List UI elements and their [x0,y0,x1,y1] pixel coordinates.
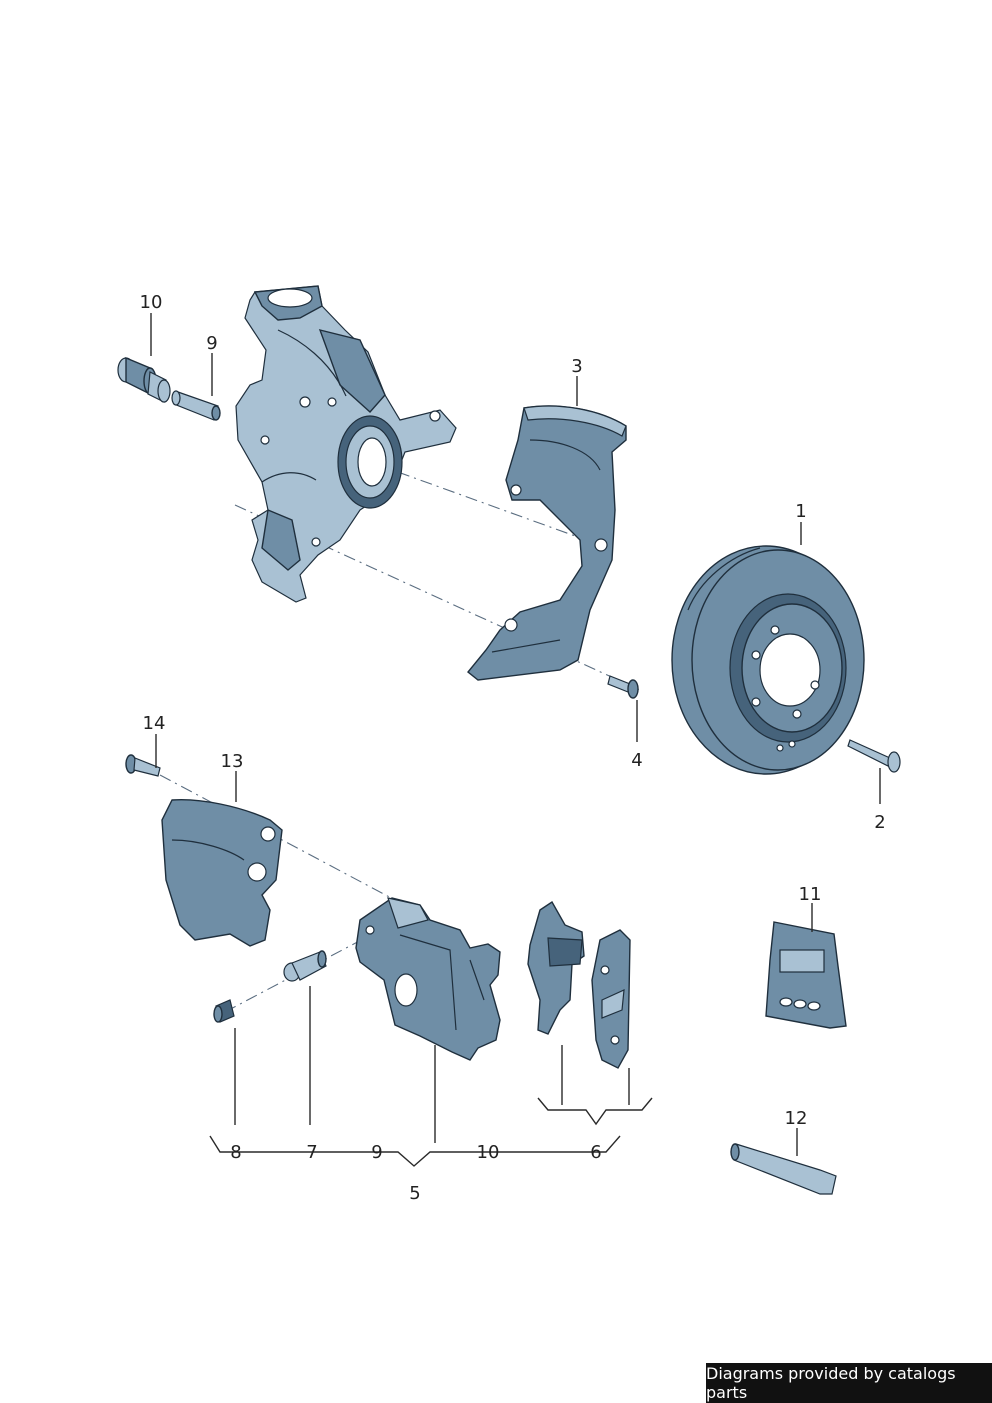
brake-caliper [355,897,501,1061]
label-10-top: 10 [139,292,163,313]
bolt-part-14 [125,754,161,777]
brake-disc-part-1 [671,545,865,775]
bushing-part-10 [117,356,171,403]
screw-part-2 [847,739,901,773]
label-4: 4 [631,750,643,771]
steering-knuckle [235,285,457,603]
label-9-top: 9 [206,333,218,354]
label-6: 6 [590,1142,602,1163]
label-5: 5 [409,1183,421,1204]
label-9-bottom: 9 [371,1142,383,1163]
label-7: 7 [306,1142,318,1163]
diagram-credit-text: Diagrams provided by catalogs parts [706,1364,956,1402]
label-12: 12 [784,1108,808,1129]
grease-tube-part-12 [730,1143,837,1195]
pin-part-9 [171,390,221,421]
label-8: 8 [230,1142,242,1163]
bleed-valve-part-7 [283,950,327,982]
carrier-part-13 [161,798,283,947]
brake-pads-part-6 [527,900,631,1069]
sticker-part-11 [765,921,847,1029]
splash-shield-part-3 [467,405,627,681]
label-11: 11 [798,884,822,905]
label-1: 1 [795,501,807,522]
label-10-bottom: 10 [476,1142,500,1163]
leader-lines [150,313,881,1167]
diagram-credit-bar: Diagrams provided by catalogs parts [706,1363,992,1403]
bolt-part-4 [607,675,639,699]
label-13: 13 [220,751,244,772]
label-14: 14 [142,713,166,734]
cap-part-8 [213,999,235,1023]
label-3: 3 [571,356,583,377]
label-2: 2 [874,812,886,833]
